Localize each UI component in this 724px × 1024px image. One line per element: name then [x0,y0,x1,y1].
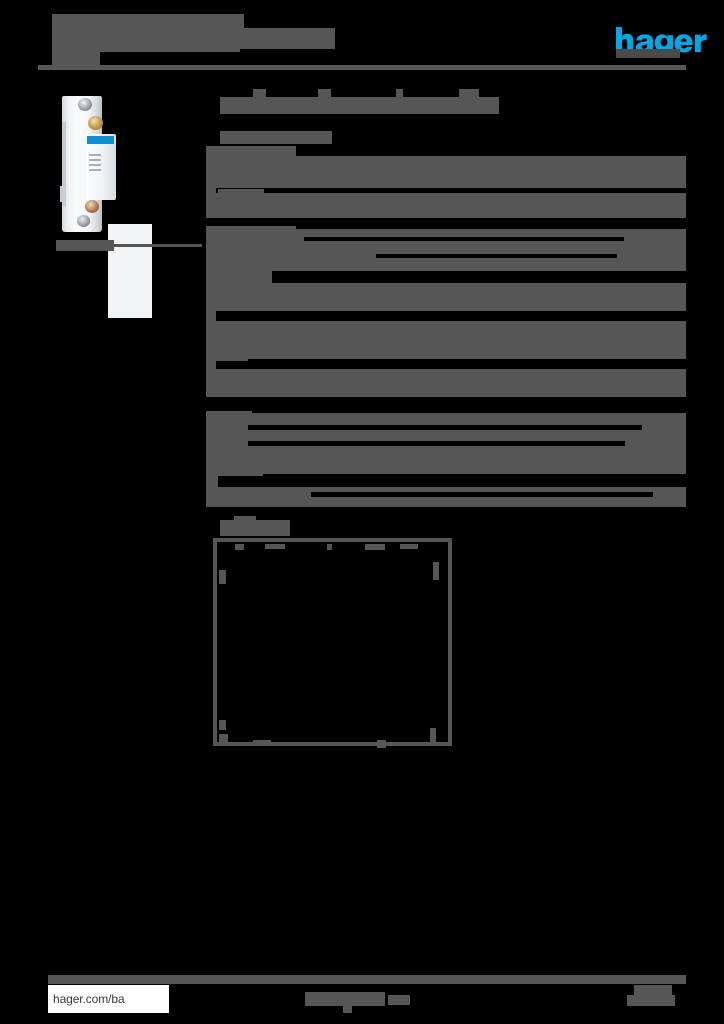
page-header [52,14,686,70]
spec-leader-line [311,492,653,497]
footer-divider [48,975,686,984]
spec-leader-line [376,254,617,258]
diagram-mark [253,740,271,746]
page-title [206,88,686,120]
diagram-mark [265,544,285,549]
spec-leader-line [304,237,624,241]
spec-row [206,283,686,311]
spec-row-label [206,489,216,499]
spec-row [206,229,686,271]
page-subtitle-text [220,131,332,144]
spec-row [206,321,686,361]
spec-row-label [206,438,216,448]
spec-leader-line [248,441,625,446]
diagram-mark [219,734,228,744]
diagram-section [206,516,686,766]
spec-row-divider [272,271,686,283]
page-title-ascender-4 [459,89,479,98]
header-title-ascender-1 [192,28,212,34]
spec-row-label [206,242,215,252]
page-subtitle [206,120,686,146]
spec-row-divider [214,188,686,192]
page-title-text [220,97,499,114]
diagram-mark [219,570,226,584]
spec-row-label-cont [218,189,264,195]
spec-row-label [206,422,216,432]
footer-center-text-2 [388,995,410,1005]
spec-row [206,156,686,190]
header-title-line-3 [52,52,100,69]
spec-bullet-icon [249,272,256,279]
spec-row-label [206,187,216,197]
terminal-screw-bottom-2 [77,215,90,227]
diagram-mark [365,544,385,550]
spec-section-1 [206,146,686,226]
spec-row-divider [248,359,686,369]
footer-url-text: hager.com/ba [53,992,125,1006]
diagram-title-ascender [234,516,256,522]
diagram-mark [400,544,418,549]
diagram-mark [377,740,386,748]
spec-leader-line [248,425,642,430]
spec-row-label [206,357,216,369]
wiring-diagram [213,538,452,748]
spec-row-label [206,309,216,321]
spec-row [206,487,686,507]
spec-bullet-icon [233,272,240,279]
terminal-screw-top [78,98,92,111]
product-brand-strip [87,136,114,144]
diagram-mark [433,562,439,580]
page-title-ascender-3 [396,89,403,98]
header-title-line-1-cont [114,17,244,31]
footer-center-descender [343,1006,352,1013]
header-divider [38,65,686,70]
diagram-mark [235,544,244,550]
spec-row-divider [248,311,686,321]
product-photo-backdrop [108,224,152,318]
spec-row [206,369,686,397]
product-photo [56,88,174,318]
spec-row [206,193,686,218]
footer-url[interactable]: hager.com/ba [48,985,169,1013]
spec-section-1-heading [206,146,296,158]
header-title-line-2-cont [220,28,335,49]
terminal-screw-bottom [85,200,99,213]
product-label-text [89,154,101,156]
spec-section-2 [206,226,686,411]
spec-row-label [206,257,215,267]
page-title-ascender-1 [253,89,266,98]
spec-row [206,451,686,476]
product-caption-divider [56,244,202,247]
page-title-ascender-2 [318,89,331,98]
spec-row-label [206,271,216,283]
product-din-clip [60,186,66,202]
footer-center-text [305,992,385,1006]
diagram-mark [430,728,436,742]
spec-row-divider [263,474,686,487]
product-front-face [86,134,116,200]
diagram-mark [219,720,226,730]
logo-subtext [616,49,680,58]
main-content [206,88,686,766]
diagram-mark [327,544,332,550]
terminal-screw-brass [88,116,103,130]
diagram-title [220,520,290,536]
spec-section-3 [206,411,686,516]
hager-logo [615,27,710,53]
header-title-line-2 [52,33,240,52]
spec-row-label [206,474,218,487]
footer-page-number-cont [627,995,675,1006]
